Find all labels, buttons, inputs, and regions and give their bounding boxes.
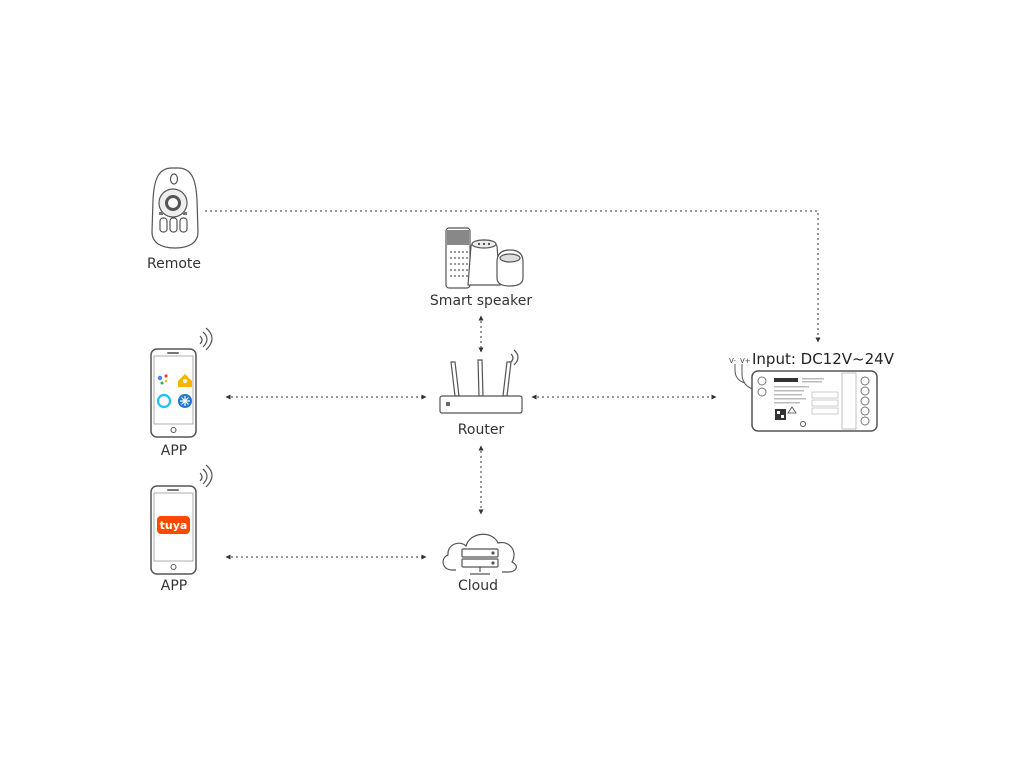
home-icon (178, 374, 192, 387)
router-icon (439, 349, 523, 414)
cloud-icon (442, 533, 517, 575)
router-label: Router (457, 422, 505, 438)
v-minus-label: V- (729, 357, 736, 365)
tuya-logo-text: tuya (160, 519, 188, 532)
smart-speaker-icon (445, 227, 524, 289)
app-tuya-label: APP (160, 578, 188, 594)
phone-assistants-icon (150, 327, 213, 438)
phone-tuya-icon (150, 464, 213, 575)
smart-speaker-label: Smart speaker (429, 293, 533, 309)
app-assistants-label: APP (160, 443, 188, 459)
alexa-icon (156, 393, 172, 409)
google-assistant-icon (157, 374, 168, 385)
tuya-logo (157, 516, 190, 534)
remote-icon (151, 167, 199, 249)
input-voltage-label: Input: DC12V~24V (752, 350, 894, 368)
controller-device-icon (734, 364, 878, 432)
connectors (205, 210, 821, 560)
cloud-label: Cloud (458, 578, 498, 594)
remote-label: Remote (146, 256, 202, 272)
v-plus-label: V+ (740, 357, 751, 365)
connector-remote-to-controller (205, 210, 821, 343)
smartthings-icon (178, 394, 192, 408)
